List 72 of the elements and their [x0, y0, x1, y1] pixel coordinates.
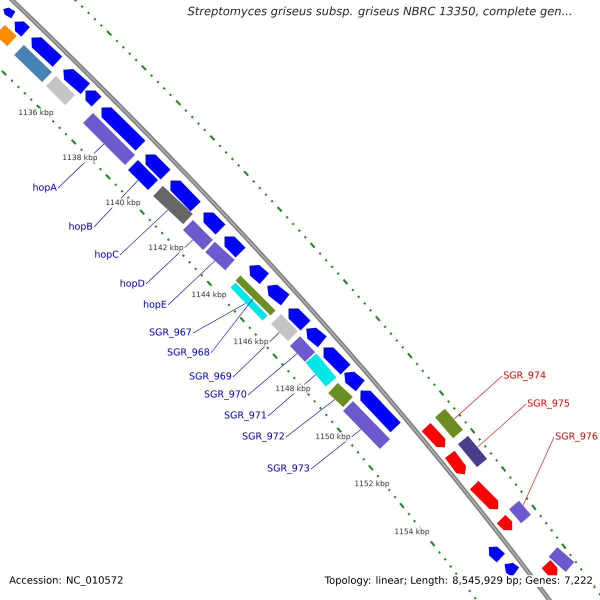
gene-block	[102, 107, 146, 151]
gene-bar	[83, 113, 135, 165]
gene-block	[267, 284, 290, 306]
leader-line	[192, 303, 246, 334]
gene-block	[3, 8, 16, 18]
gene-label: SGR_971	[224, 411, 266, 421]
gene-block	[170, 180, 201, 212]
gene-block	[31, 37, 62, 67]
gene-bar	[306, 354, 336, 386]
gene-bar	[458, 436, 487, 468]
accession-text: Accession: NC_010572	[8, 575, 124, 587]
leader-line	[286, 399, 336, 438]
gene-bar	[271, 314, 298, 341]
title: Streptomyces griseus subsp. griseus NBRC 13350, complete gen...	[188, 6, 571, 18]
gene-block	[470, 480, 498, 510]
gene-label: hopD	[120, 279, 144, 289]
gene-label: SGR_975	[528, 399, 570, 409]
gene-block	[488, 546, 505, 562]
gene-bar	[14, 44, 52, 82]
gene-block	[422, 423, 446, 448]
gene-bar	[0, 24, 17, 46]
gene-block	[204, 212, 226, 234]
leader-line	[248, 353, 298, 396]
gene-label: hopC	[95, 250, 118, 260]
leader-line	[232, 332, 280, 378]
gene-block	[86, 90, 102, 106]
gene-block	[63, 68, 90, 94]
leader-line	[522, 436, 554, 506]
gene-bar	[290, 336, 316, 362]
gene-label: SGR_968	[168, 348, 210, 358]
gene-bar	[46, 76, 75, 105]
gene-bar	[183, 220, 213, 250]
gene-bar	[153, 186, 193, 224]
gene-block	[504, 562, 520, 578]
gene-bar	[435, 408, 463, 438]
gene-label: hopA	[33, 183, 57, 193]
gene-block	[249, 265, 269, 284]
gene-block	[14, 21, 30, 37]
gene-block	[344, 372, 365, 392]
gene-bar	[509, 500, 531, 524]
leader-line	[310, 429, 362, 470]
genome-info-text: Topology: linear; Length: 8,545,929 bp; Genes: 7,222	[324, 575, 594, 587]
gene-bar	[205, 242, 235, 270]
leader-line	[454, 376, 502, 420]
gene-bar	[230, 282, 268, 320]
gene-bar	[128, 160, 158, 190]
leader-line	[168, 260, 216, 306]
gene-label: SGR_976	[556, 432, 598, 442]
leader-line	[210, 298, 254, 354]
gene-label: SGR_967	[150, 328, 191, 338]
gene-block	[542, 560, 558, 576]
gene-label: SGR_973	[268, 464, 310, 474]
gene-block	[224, 236, 246, 258]
gene-bar	[236, 276, 276, 316]
gene-block	[146, 154, 170, 180]
gene-label: hopB	[69, 222, 92, 232]
gene-block	[306, 328, 327, 348]
leader-line	[477, 404, 526, 448]
gene-label: SGR_974	[504, 371, 546, 381]
gene-label: SGR_970	[204, 390, 246, 400]
gene-bar	[328, 382, 353, 408]
gene-block	[496, 514, 512, 530]
gene-label: SGR_972	[242, 432, 284, 442]
gene-block	[288, 308, 310, 330]
gene-bar	[548, 547, 574, 572]
gene-block	[445, 450, 466, 474]
gene-block	[360, 390, 401, 432]
leader-line	[120, 210, 168, 256]
leader-line	[146, 240, 194, 284]
gene-label: hopE	[144, 300, 166, 310]
gene-block	[324, 348, 350, 374]
gene-label: SGR_969	[190, 372, 232, 382]
